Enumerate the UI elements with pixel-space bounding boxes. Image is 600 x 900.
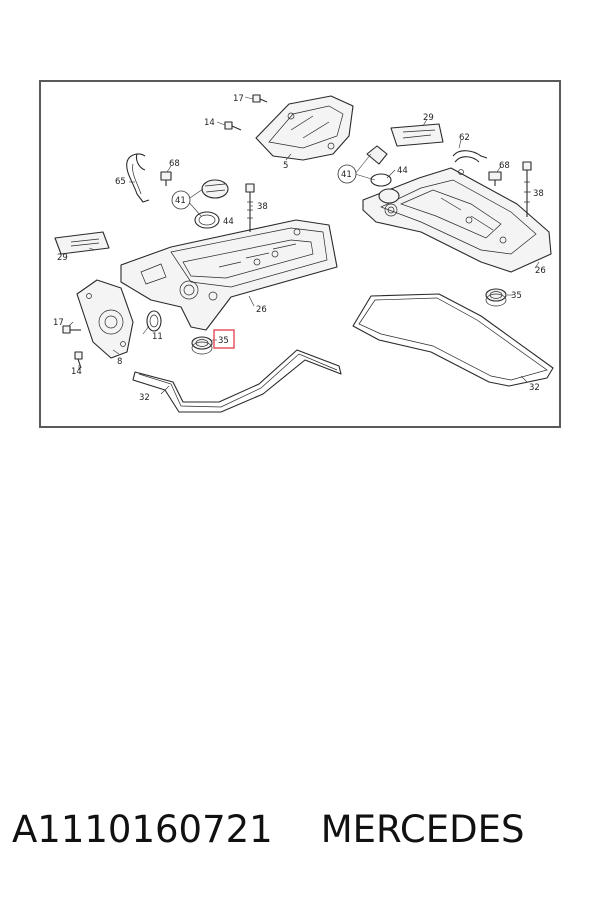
spark-plug-tube-seal-right	[485, 288, 507, 307]
gasket-left	[132, 349, 342, 413]
product-caption: A1110160721 MERCEDES	[12, 808, 600, 851]
fitting-68-left	[160, 171, 172, 186]
breather-hose-left	[126, 153, 150, 203]
bolt-14-top	[224, 121, 242, 131]
bolt-14-left	[74, 351, 83, 369]
callout-38: 38	[257, 202, 268, 212]
breather-parts-right	[366, 145, 400, 204]
callout-68: 68	[499, 161, 510, 171]
bolt-17-top	[252, 94, 268, 103]
callout-41: 41	[341, 170, 352, 180]
callout-circle-41-left	[171, 190, 191, 210]
callout-26: 26	[256, 305, 267, 315]
highlight-box-35	[213, 329, 235, 349]
callout-14: 14	[71, 367, 82, 377]
warning-label-right	[390, 123, 444, 147]
callout-62: 62	[459, 133, 470, 143]
callout-circle-41-right	[337, 164, 357, 184]
callout-65: 65	[115, 177, 126, 187]
diagram-frame: 17 14 5 29 62 65 68 41 44 38 41 44 68 38…	[39, 80, 561, 428]
callout-32: 32	[139, 393, 150, 403]
callout-17: 17	[53, 318, 64, 328]
callout-38: 38	[533, 189, 544, 199]
cylinder-head-cover-right	[362, 167, 552, 273]
callout-8: 8	[117, 357, 122, 367]
gasket-right	[352, 293, 554, 387]
bolt-38-right	[522, 161, 532, 217]
bolt-17-left	[62, 325, 81, 334]
oil-separator-cover	[255, 95, 354, 161]
oil-filler-cap	[194, 179, 229, 229]
spark-plug-tube-seal-left	[191, 336, 213, 355]
breather-hose-right	[452, 150, 488, 163]
exploded-parts-diagram: 17 14 5 29 62 65 68 41 44 38 41 44 68 38…	[53, 94, 554, 413]
callout-14: 14	[204, 118, 215, 128]
warning-label-left	[54, 231, 110, 255]
callout-68: 68	[169, 159, 180, 169]
bolt-38-left	[245, 183, 255, 232]
timing-cover-plate	[76, 279, 134, 359]
callout-29: 29	[57, 253, 68, 263]
callout-26: 26	[535, 266, 546, 276]
callout-35: 35	[511, 291, 522, 301]
brand-name: MERCEDES	[320, 808, 525, 851]
callout-32: 32	[529, 383, 540, 393]
callout-44: 44	[223, 217, 234, 227]
fitting-68-right	[488, 171, 502, 186]
callout-11: 11	[152, 332, 163, 342]
callout-35: 35	[218, 336, 229, 346]
callout-41: 41	[175, 196, 186, 206]
callout-44: 44	[397, 166, 408, 176]
callout-5: 5	[283, 161, 288, 171]
seal-ring	[146, 310, 162, 332]
cylinder-head-cover-left	[120, 219, 338, 331]
callout-29: 29	[423, 113, 434, 123]
part-number: A1110160721	[12, 808, 273, 851]
callout-17: 17	[233, 94, 244, 104]
